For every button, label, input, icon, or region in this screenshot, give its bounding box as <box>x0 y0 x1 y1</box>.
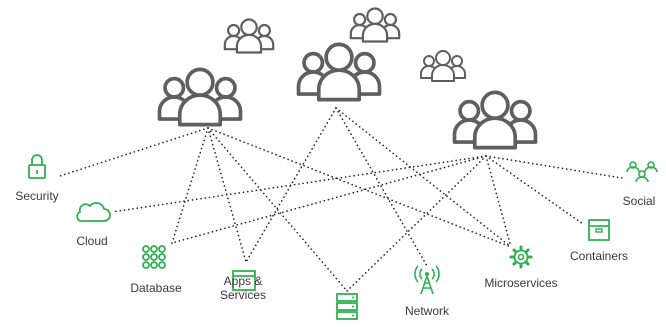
connector-line-group-6-database <box>171 155 487 244</box>
connector-line-group-4-security <box>56 127 209 178</box>
connector-line-group-4-database <box>171 127 209 244</box>
social-icon <box>626 161 658 183</box>
connector-line-group-5-microservices <box>335 107 512 248</box>
social-label: Social <box>622 194 656 208</box>
cloud-label: Cloud <box>76 234 108 248</box>
apps-services-label: Apps & Services <box>219 274 266 302</box>
user-groups <box>157 7 538 150</box>
network-label: Network <box>404 304 449 318</box>
users-icon <box>223 18 275 54</box>
database-label: Database <box>130 281 182 295</box>
grid-icon <box>142 245 166 269</box>
resource-icons <box>28 154 658 320</box>
server-icon <box>336 293 358 320</box>
window-icon <box>232 270 256 291</box>
connector-line-group-5-apps <box>245 107 337 263</box>
connector-line-group-6-microservices <box>485 155 512 248</box>
containers-label: Containers <box>569 249 629 263</box>
cloud-icon <box>76 202 111 222</box>
users-icon <box>420 50 466 82</box>
users-icon <box>296 42 382 102</box>
lock-icon <box>28 154 46 179</box>
connector-line-group-4-servers <box>207 127 348 292</box>
connector-line-group-4-microservices <box>207 127 512 248</box>
box-icon <box>588 219 610 241</box>
users-icon <box>452 90 538 150</box>
connector-line-group-6-social <box>485 155 623 179</box>
security-label: Security <box>15 189 59 203</box>
connector-line-group-5-network <box>335 107 428 267</box>
connector-line-group-6-cloud <box>111 155 487 213</box>
connector-line-group-6-containers <box>485 155 584 225</box>
connector-lines <box>56 107 623 292</box>
microservices-label: Microservices <box>484 276 558 290</box>
connector-line-group-6-servers <box>346 155 487 292</box>
users-icon <box>349 7 401 43</box>
users-icon <box>157 67 243 127</box>
antenna-icon <box>414 265 440 295</box>
gear-icon <box>509 245 533 269</box>
